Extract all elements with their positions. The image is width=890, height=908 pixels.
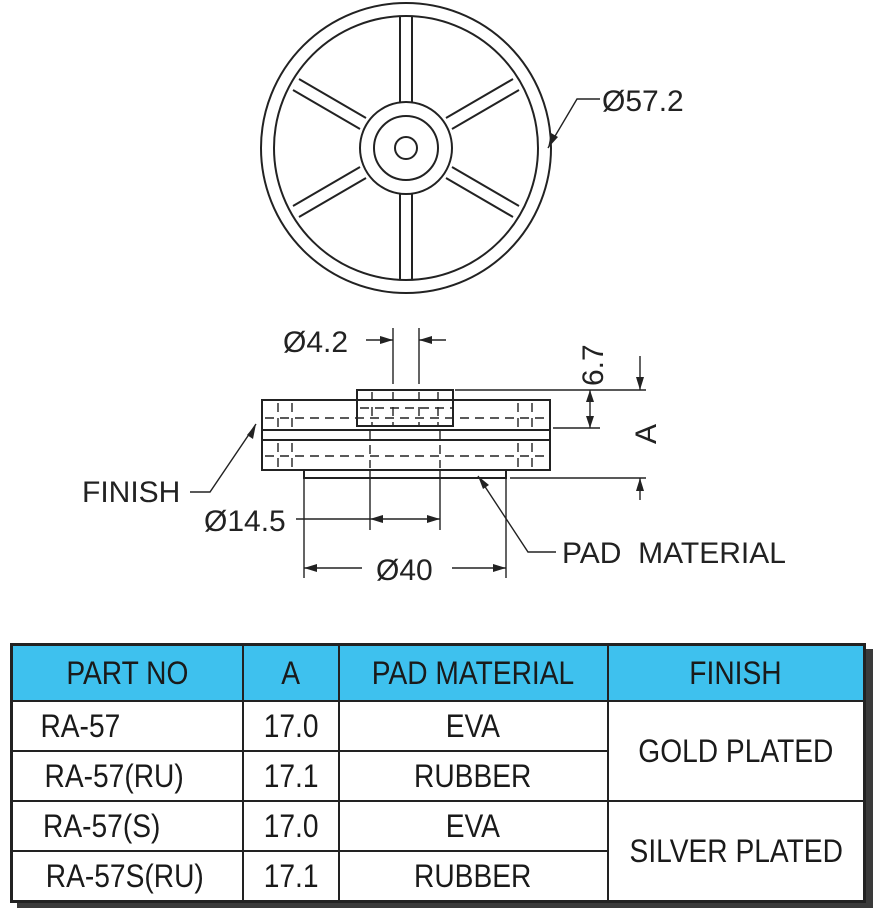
- cell-finish-gold: GOLD PLATED: [606, 700, 866, 802]
- cell-part-no: RA-57S(RU): [10, 850, 244, 903]
- header-part-no: PART NO: [10, 643, 244, 702]
- cell-a: 17.0: [241, 800, 340, 852]
- hole-dia-label: Ø4.2: [283, 326, 348, 359]
- cell-part-no: RA-57(RU): [10, 750, 244, 802]
- center-hole-circle: [394, 136, 418, 160]
- table-header-row: PART NO A PAD MATERIAL FINISH: [10, 643, 866, 702]
- pad-material-leader: [477, 475, 556, 553]
- header-finish: FINISH: [606, 643, 866, 702]
- inner-rim-circle: [273, 15, 539, 281]
- hub-outer-circle: [359, 101, 453, 195]
- cell-pad-material: RUBBER: [337, 750, 609, 802]
- cell-pad-material: EVA: [337, 700, 609, 752]
- finish-leader: [190, 423, 257, 493]
- boss-outline: [356, 389, 454, 427]
- table-row: RA-57(S) 17.0 EVA SILVER PLATED: [10, 800, 866, 903]
- hub-dia-label: Ø14.5: [204, 505, 286, 538]
- hub-inner-circle: [373, 115, 439, 181]
- cell-part-no: RA-57: [10, 700, 244, 752]
- outer-dia-leader: [547, 98, 600, 149]
- table-row: RA-57(RU) 17.1 RUBBER: [10, 750, 865, 802]
- top-view: Ø57.2: [260, 2, 684, 294]
- side-view: Ø4.2 6.7: [82, 326, 786, 587]
- pad-material-label: PAD MATERIAL: [562, 537, 786, 570]
- outer-rim-circle: [260, 2, 552, 294]
- cell-a: 17.0: [241, 700, 340, 752]
- header-pad-material: PAD MATERIAL: [337, 643, 609, 702]
- table-row: RA-57 17.0 EVA GOLD PLATED: [10, 700, 866, 802]
- cell-a: 17.1: [241, 750, 340, 802]
- spokes: [292, 17, 520, 279]
- cell-part-no: RA-57(S): [10, 800, 244, 852]
- outer-dia-label: Ø57.2: [602, 85, 684, 118]
- technical-drawing: Ø57.2 Ø4.2: [82, 2, 786, 587]
- cell-finish-silver: SILVER PLATED: [606, 800, 866, 903]
- finish-label: FINISH: [82, 476, 180, 509]
- body-lower: [261, 429, 551, 471]
- cell-a: 17.1: [241, 850, 340, 903]
- table-row: RA-57S(RU) 17.1 RUBBER: [10, 850, 865, 903]
- height-a-label: A: [630, 424, 663, 444]
- header-a: A: [241, 643, 340, 702]
- spec-table: PART NO A PAD MATERIAL FINISH RA-57 17.0…: [10, 643, 866, 903]
- top-height-label: 6.7: [577, 344, 610, 386]
- pad-outline: [303, 469, 507, 479]
- cell-pad-material: EVA: [337, 800, 609, 852]
- cell-pad-material: RUBBER: [337, 850, 609, 903]
- base-dia-label: Ø40: [376, 554, 433, 587]
